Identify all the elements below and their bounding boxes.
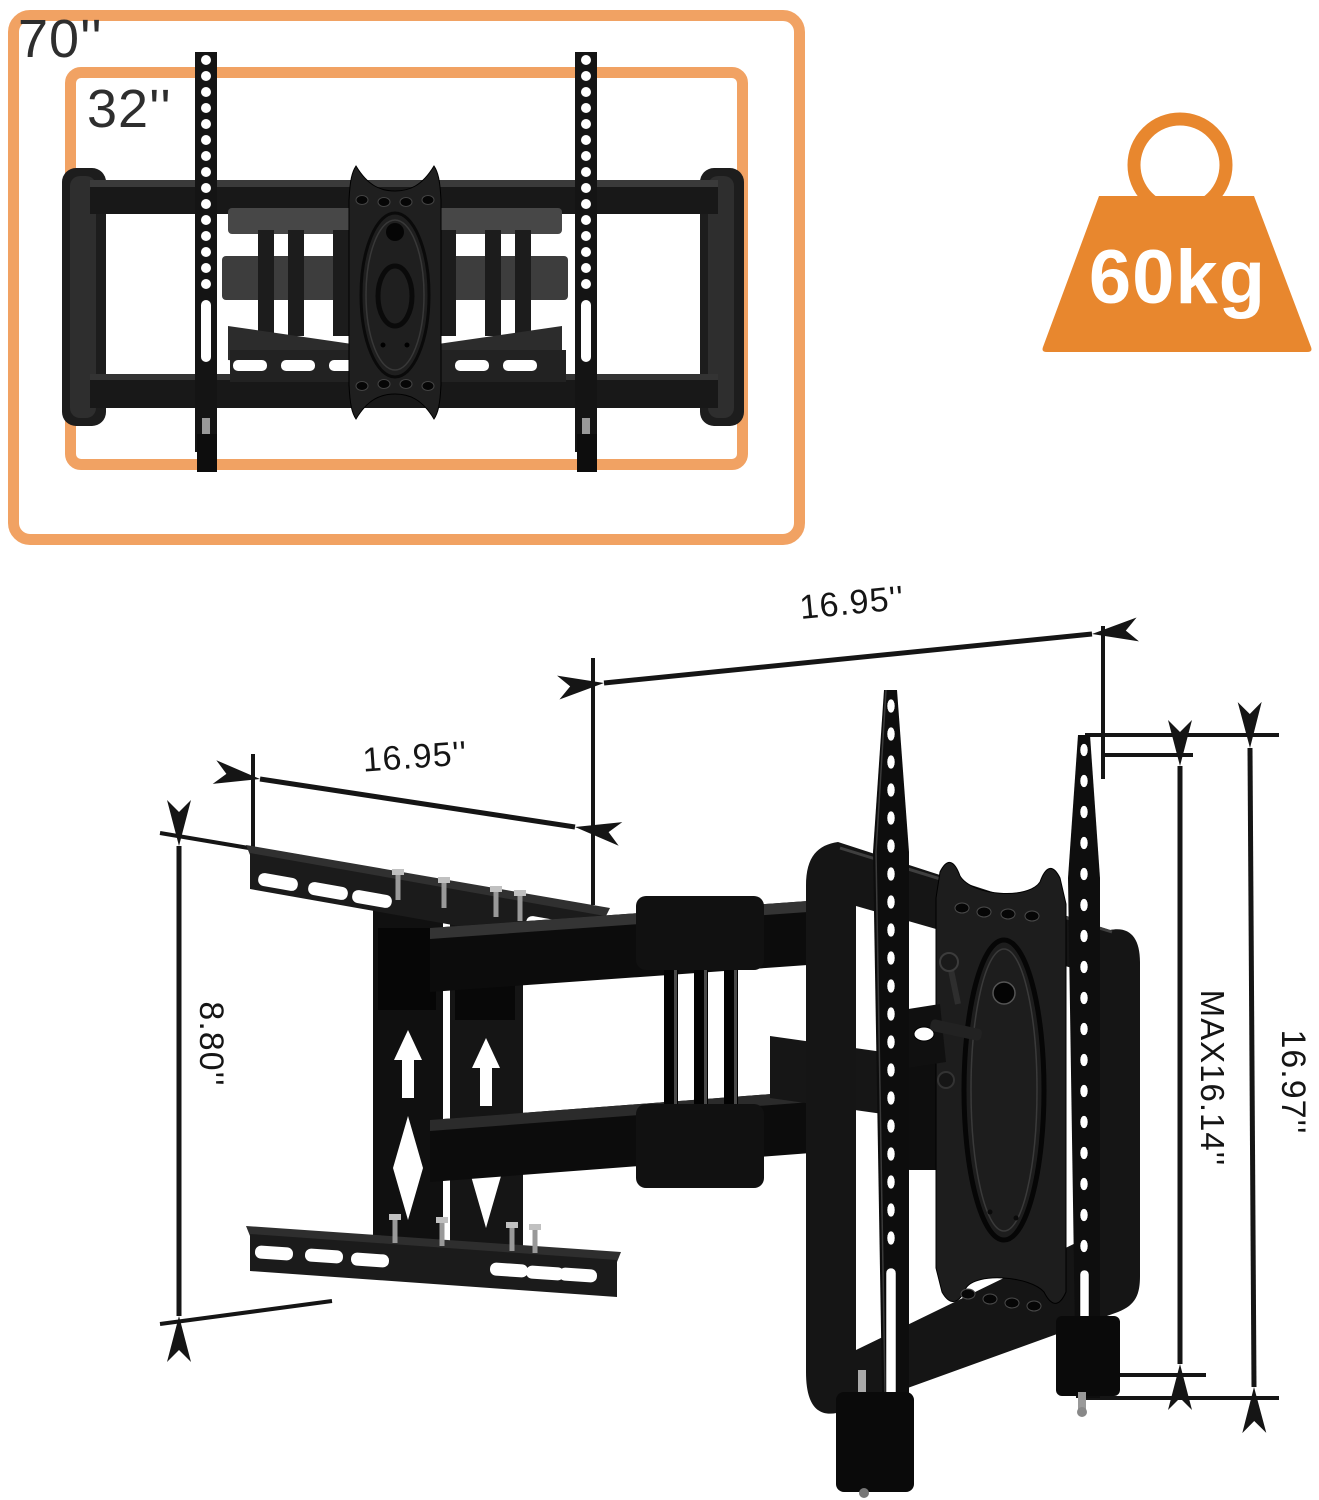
mounting-bolts bbox=[389, 869, 541, 1253]
dimension-label-wall-plate-height: 8.80'' bbox=[192, 1001, 230, 1087]
tv-bracket-rails bbox=[836, 689, 1120, 1498]
dimension-label-vesa-max-height: MAX16.14'' bbox=[1194, 989, 1231, 1167]
wall-plate bbox=[246, 845, 621, 1297]
weight-capacity-label: 60kg bbox=[1088, 235, 1267, 320]
dimension-arrows bbox=[167, 617, 1267, 1434]
vesa-adapter-plate-front bbox=[348, 165, 442, 420]
weight-capacity-icon bbox=[1042, 112, 1312, 352]
vesa-rails-front bbox=[195, 52, 597, 472]
vesa-adapter-plate bbox=[935, 862, 1067, 1312]
tv-size-label-32: 32'' bbox=[87, 79, 172, 139]
dimension-label-bracket-height: 16.97'' bbox=[1274, 1029, 1312, 1135]
mount-perspective-illustration bbox=[159, 617, 1279, 1498]
mount-front-view-illustration bbox=[62, 52, 744, 472]
tv-size-70-box bbox=[8, 10, 805, 545]
tv-size-label-70: 70'' bbox=[18, 9, 103, 69]
tilt-adjustment-knob bbox=[902, 952, 982, 1089]
